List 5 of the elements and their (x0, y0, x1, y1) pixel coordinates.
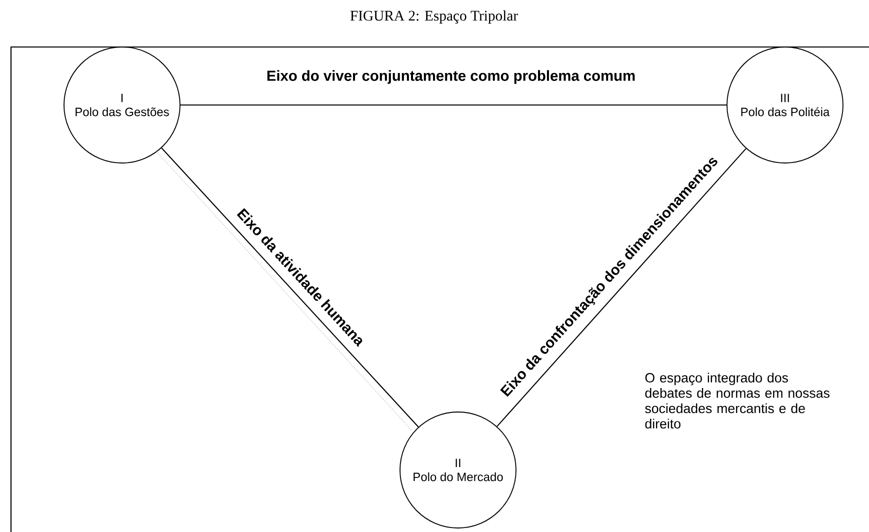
note-text: O espaço integrado dos debates de normas em nossas sociedades mercantis e de direito (645, 372, 830, 428)
axis-line (180, 104, 727, 106)
axis-label: Eixo do viver conjuntamente como problema comum (265, 68, 637, 86)
axis-line (496, 148, 746, 427)
figure-title: FIGURA 2: Espaço Tripolar (350, 10, 518, 24)
